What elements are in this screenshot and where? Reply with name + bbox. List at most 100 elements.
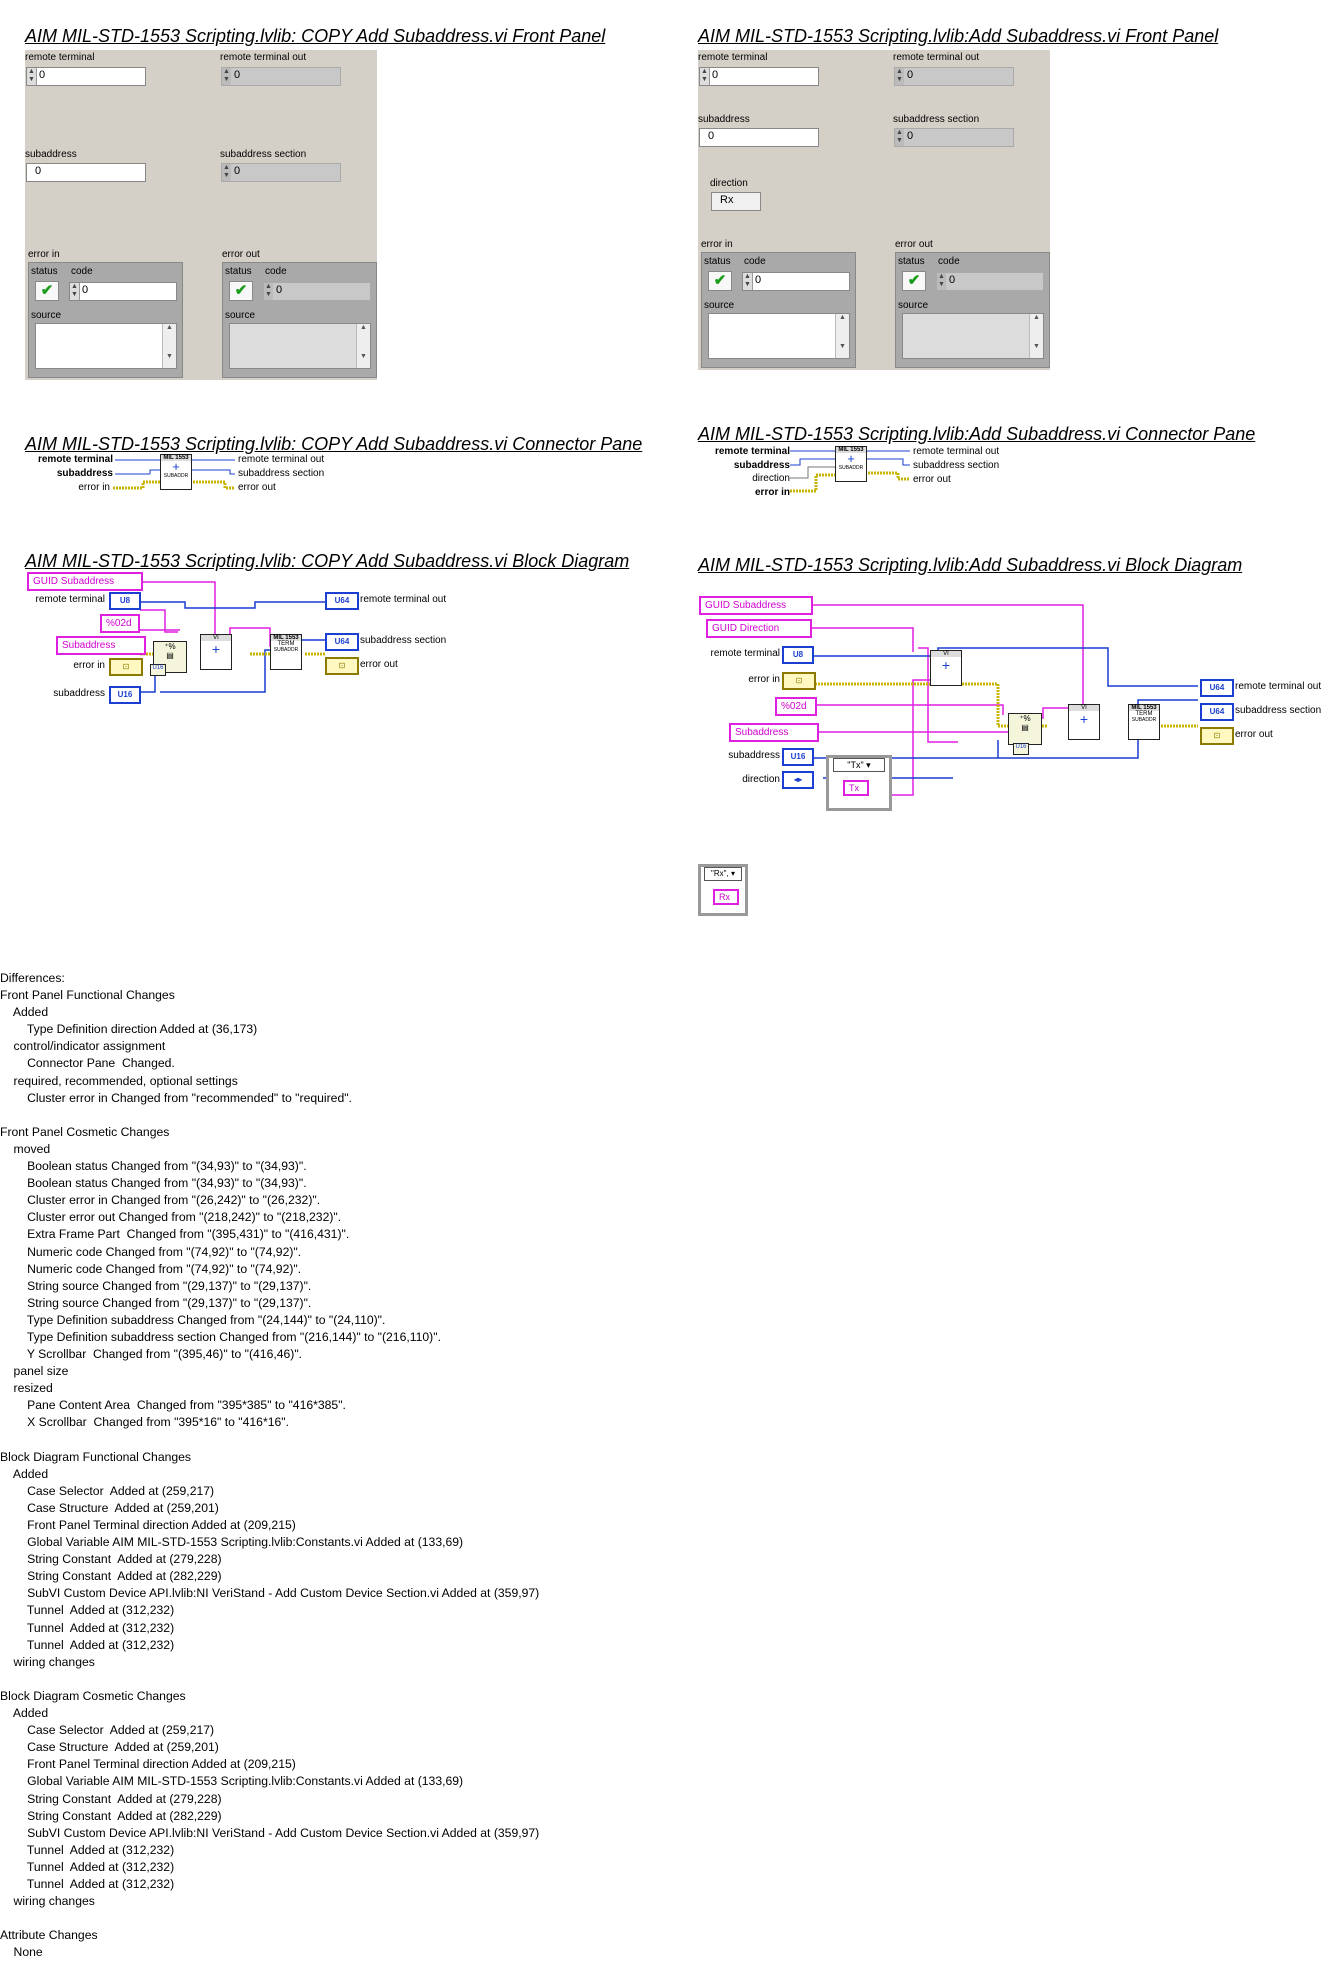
format-string-constant: %02d [100, 614, 140, 633]
connector-error-in: error in [754, 487, 790, 498]
error-out-cluster: status code ✔ ▲▼ 0 source ▲▼ [222, 262, 377, 378]
subaddress-section-label: subaddress section [220, 149, 307, 160]
status-label: status [31, 266, 58, 277]
guid-direction-constant: GUID Direction [706, 619, 812, 638]
remote-terminal-control[interactable]: ▲▼ 0 [26, 67, 146, 86]
remote-terminal-out-terminal-label: remote terminal out [1235, 681, 1322, 692]
source-label: source [225, 310, 256, 321]
difference-line: resized [0, 1381, 53, 1396]
subaddress-control[interactable]: 0 [699, 128, 819, 147]
code-control[interactable]: ▲▼ 0 [742, 272, 850, 291]
remote-terminal-out-terminal: U64 [1200, 679, 1234, 697]
difference-line: Tunnel Added at (312,232) [0, 1637, 175, 1652]
direction-terminal-label: direction [742, 774, 780, 785]
right-connector-title: AIM MIL-STD-1553 Scripting.lvlib:Add Sub… [698, 424, 1256, 444]
difference-line: X Scrollbar Changed from "395*16" to "41… [0, 1415, 289, 1430]
connector-subaddress-section: subaddress section [238, 468, 325, 479]
subaddress-section-terminal: U64 [325, 633, 359, 651]
source-indicator: ▲▼ [229, 323, 371, 369]
difference-line: Front Panel Cosmetic Changes [0, 1124, 170, 1139]
code-label: code [938, 256, 960, 267]
status-label: status [225, 266, 252, 277]
difference-line: Boolean status Changed from "(34,93)" to… [0, 1159, 307, 1174]
scrollbar[interactable]: ▲▼ [1029, 314, 1043, 358]
difference-line: String Constant Added at (282,229) [0, 1569, 222, 1584]
difference-line [0, 1671, 539, 1688]
difference-line: Tunnel Added at (312,232) [0, 1859, 175, 1874]
error-out-terminal-label: error out [360, 659, 398, 670]
increment-icon: ▲▼ [222, 68, 231, 85]
left-front-panel-title: AIM MIL-STD-1553 Scripting.lvlib: COPY A… [25, 26, 606, 46]
scrollbar[interactable]: ▲▼ [835, 314, 849, 358]
difference-line: Type Definition direction Added at (36,1… [0, 1022, 258, 1037]
subaddress-control[interactable]: 0 [26, 163, 146, 182]
difference-line [0, 1432, 539, 1449]
difference-line: SubVI Custom Device API.lvlib:NI VeriSta… [0, 1825, 540, 1840]
error-out-terminal: ⊡ [1200, 727, 1234, 745]
subaddress-terminal: U16 [109, 686, 141, 704]
increment-icon[interactable]: ▲▼ [27, 68, 37, 85]
left-connector-title: AIM MIL-STD-1553 Scripting.lvlib: COPY A… [25, 434, 643, 454]
difference-line: Type Definition subaddress Changed from … [0, 1312, 386, 1327]
difference-line: Cluster error in Changed from "recommend… [0, 1090, 352, 1105]
increment-icon[interactable]: ▲▼ [743, 273, 753, 290]
error-out-terminal: ⊡ [325, 657, 359, 675]
difference-line: Global Variable AIM MIL-STD-1553 Scripti… [0, 1774, 464, 1789]
difference-line: SubVI Custom Device API.lvlib:NI VeriSta… [0, 1586, 540, 1601]
tx-string-constant: Tx [843, 780, 869, 796]
difference-line: Tunnel Added at (312,232) [0, 1620, 175, 1635]
difference-line: String Constant Added at (279,228) [0, 1552, 222, 1567]
code-control[interactable]: ▲▼ 0 [69, 282, 177, 301]
difference-line: Tunnel Added at (312,232) [0, 1603, 175, 1618]
guid-subaddress-constant: GUID Subaddress [27, 572, 143, 591]
guid-subaddress-constant: GUID Subaddress [699, 596, 813, 615]
connector-subaddress: subaddress [733, 460, 790, 471]
code-label: code [71, 266, 93, 277]
source-label: source [704, 300, 735, 311]
left-front-panel: remote terminal ▲▼ 0 remote terminal out… [25, 50, 377, 380]
difference-line: Case Selector Added at (259,217) [0, 1723, 215, 1738]
difference-line: Tunnel Added at (312,232) [0, 1842, 175, 1857]
case-structure-rx: "Rx", ▾ Rx [698, 864, 748, 916]
direction-terminal: ◂▸ [782, 771, 814, 789]
connector-remote-terminal: remote terminal [714, 446, 790, 457]
subaddress-terminal-label: subaddress [53, 688, 105, 699]
connector-error-in: error in [78, 482, 110, 493]
difference-line: required, recommended, optional settings [0, 1073, 238, 1088]
increment-icon[interactable]: ▲▼ [70, 283, 80, 300]
right-block-title: AIM MIL-STD-1553 Scripting.lvlib:Add Sub… [698, 555, 1243, 575]
status-checkbox[interactable]: ✔ [708, 271, 732, 291]
difference-line: moved [0, 1141, 51, 1156]
difference-line: Global Variable AIM MIL-STD-1553 Scripti… [0, 1535, 464, 1550]
case-structure-tx: "Tx" ▾ Tx [826, 755, 892, 811]
difference-line: Boolean status Changed from "(34,93)" to… [0, 1176, 307, 1191]
error-out-cluster: status code ✔ ▲▼ 0 source ▲▼ [895, 252, 1050, 368]
remote-terminal-out-indicator: ▲▼ 0 [221, 67, 341, 86]
difference-line [0, 1107, 539, 1124]
status-checkbox[interactable]: ✔ [35, 281, 59, 301]
difference-line: Front Panel Terminal direction Added at … [0, 1518, 296, 1532]
status-indicator: ✔ [902, 271, 926, 291]
source-control[interactable]: ▲▼ [35, 323, 177, 369]
scrollbar[interactable]: ▲▼ [162, 324, 176, 368]
difference-line: Y Scrollbar Changed from "(395,46)" to "… [0, 1347, 303, 1362]
case-selector-tx[interactable]: "Tx" ▾ [833, 758, 885, 772]
case-selector-rx[interactable]: "Rx", ▾ [704, 867, 742, 881]
right-front-panel-title: AIM MIL-STD-1553 Scripting.lvlib:Add Sub… [698, 26, 1219, 46]
scrollbar[interactable]: ▲▼ [356, 324, 370, 368]
code-label: code [265, 266, 287, 277]
difference-line: Numeric code Changed from "(74,92)" to "… [0, 1244, 302, 1259]
source-control[interactable]: ▲▼ [708, 313, 850, 359]
subaddress-label: subaddress [698, 114, 750, 125]
difference-line: Cluster error out Changed from "(218,242… [0, 1210, 342, 1225]
increment-icon[interactable]: ▲▼ [700, 68, 710, 85]
rx-string-constant: Rx [713, 889, 739, 905]
subaddress-terminal: U16 [782, 748, 814, 766]
direction-ring[interactable]: Rx [711, 192, 761, 211]
difference-line: Front Panel Functional Changes [0, 988, 175, 1003]
error-in-terminal: ⊡ [109, 658, 143, 676]
remote-terminal-control[interactable]: ▲▼ 0 [699, 67, 819, 86]
difference-line: String Constant Added at (282,229) [0, 1808, 222, 1823]
format-string-constant: %02d [775, 697, 817, 716]
error-in-label: error in [701, 239, 733, 250]
